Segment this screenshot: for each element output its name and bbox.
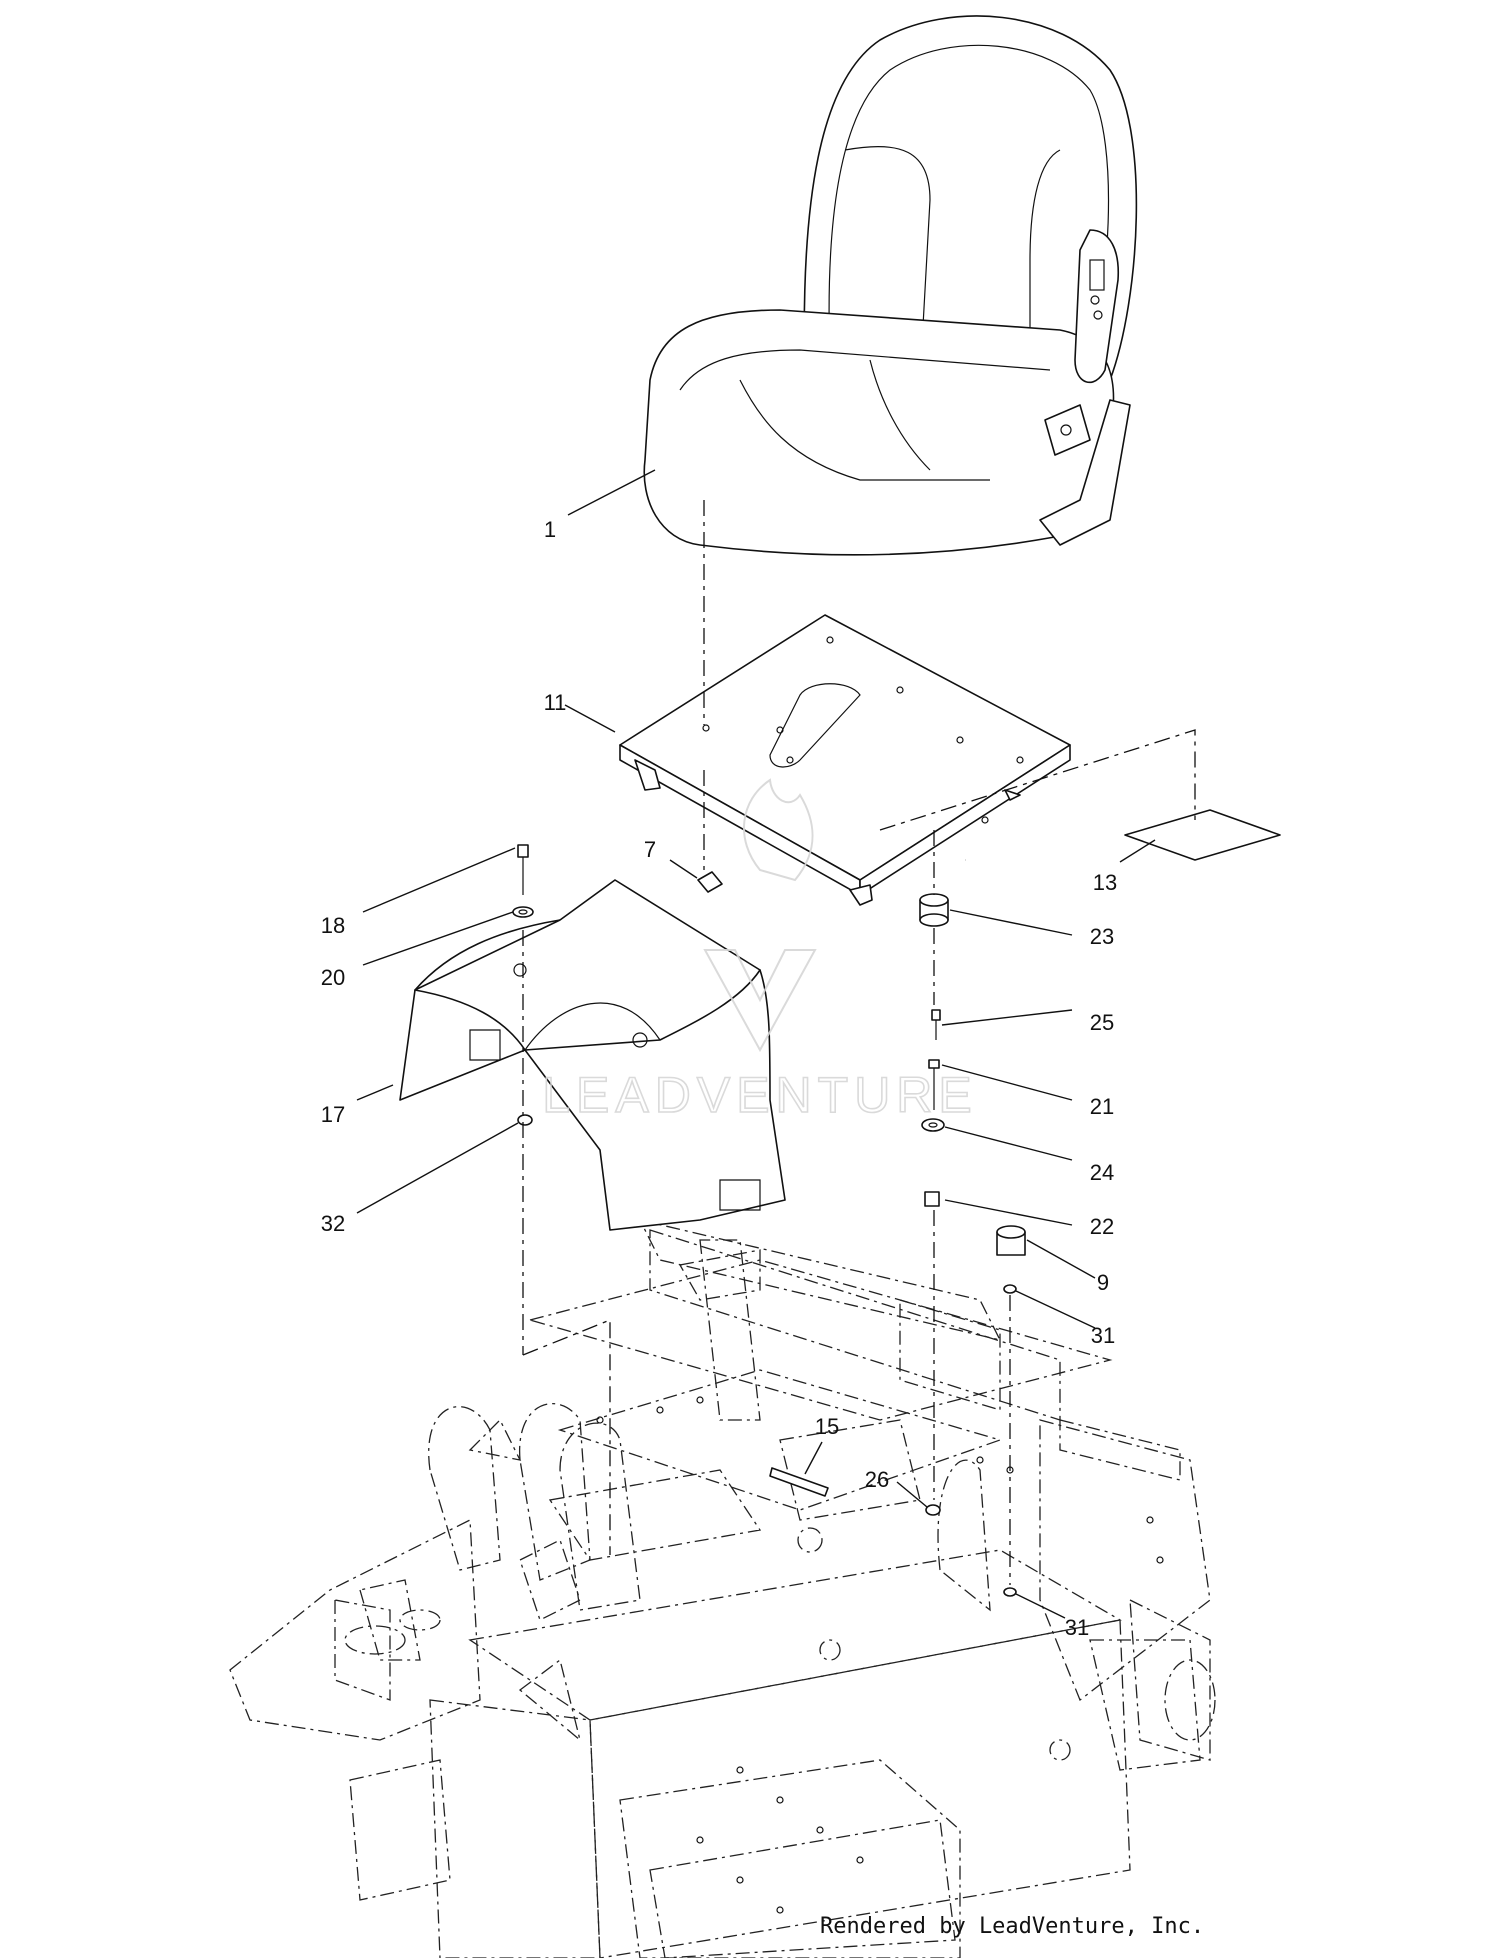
callout-17: 17: [321, 1102, 345, 1127]
watermark-text: LEADVENTURE: [542, 1067, 978, 1123]
seat: [643, 15, 1138, 556]
callout-32: 32: [321, 1211, 345, 1236]
callout-20: 20: [321, 965, 345, 990]
callout-9: 9: [1097, 1270, 1109, 1295]
hardware: [512, 844, 1026, 1597]
callout-11: 11: [544, 690, 567, 715]
frame-bolt-holes: [596, 1396, 1164, 1914]
leadventure-watermark: LEADVENTURE: [541, 778, 978, 1124]
seat-cover: [399, 879, 786, 1231]
rendered-by-credit: Rendered by LeadVenture, Inc.: [820, 1914, 1205, 1939]
callout-31-upper: 31: [1091, 1323, 1115, 1348]
callout-24: 24: [1090, 1160, 1114, 1185]
callout-1: 1: [544, 517, 556, 542]
assembly-lines: [522, 500, 1196, 1585]
callout-26: 26: [865, 1467, 889, 1492]
leader-lines: [356, 469, 1156, 1619]
decal-plate: [1124, 809, 1281, 861]
callout-13: 13: [1093, 870, 1117, 895]
callout-22: 22: [1090, 1214, 1114, 1239]
callout-25: 25: [1090, 1010, 1114, 1035]
callout-23: 23: [1090, 924, 1114, 949]
callout-31-lower: 31: [1065, 1615, 1089, 1640]
mower-frame: [229, 1219, 1216, 1958]
callouts: 1 11 7 13 18 20 23 25 17 21 24 32 22 9 3…: [321, 517, 1117, 1640]
callout-7: 7: [644, 837, 656, 862]
seat-plate: [619, 614, 1071, 906]
callout-21: 21: [1090, 1094, 1114, 1119]
callout-15: 15: [815, 1414, 839, 1439]
callout-18: 18: [321, 913, 345, 938]
